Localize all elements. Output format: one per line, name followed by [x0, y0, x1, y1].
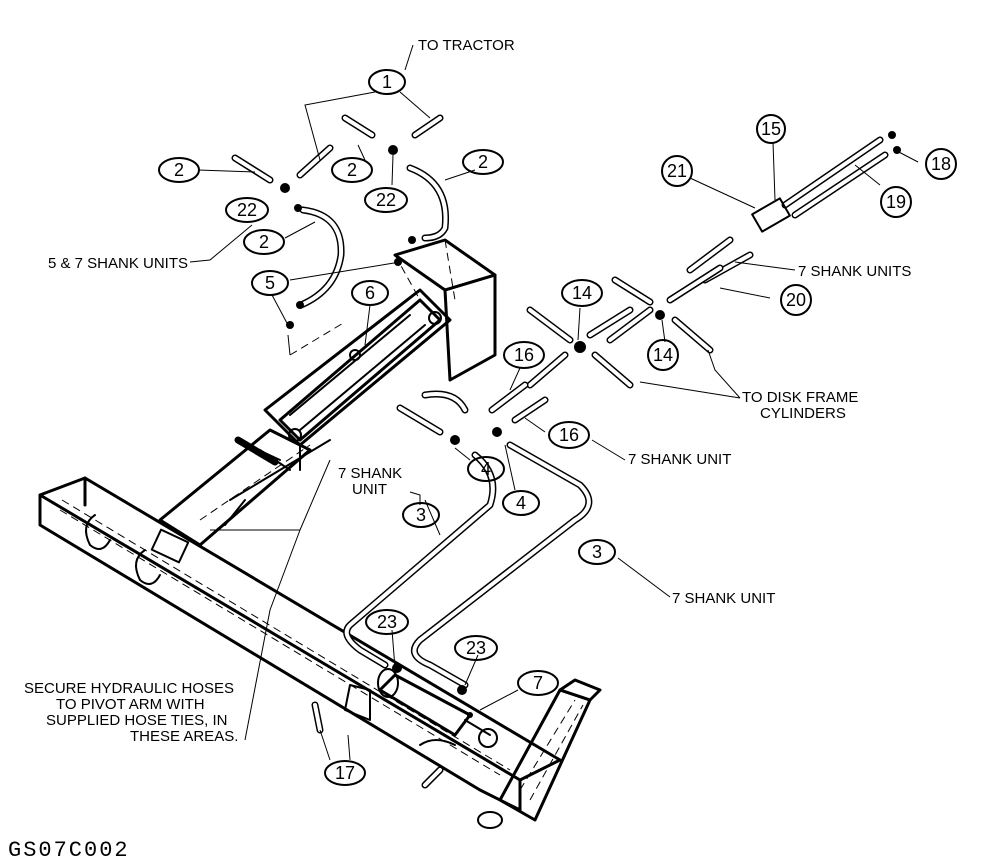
hoses-3-long — [343, 441, 593, 695]
svg-text:15: 15 — [761, 119, 781, 139]
svg-text:16: 16 — [514, 345, 534, 365]
svg-text:4: 4 — [516, 493, 526, 513]
callout-20: 20 — [780, 284, 812, 316]
rear-upright-post — [477, 678, 602, 829]
svg-text:22: 22 — [376, 190, 396, 210]
callout-23-a: 23 — [365, 609, 409, 635]
callout-1: 1 — [368, 69, 406, 95]
callout-23-b: 23 — [454, 635, 498, 661]
note-secure-line4: THESE AREAS. — [130, 728, 238, 745]
depth-cylinder — [377, 668, 498, 748]
svg-text:16: 16 — [559, 425, 579, 445]
callout-2-a: 2 — [158, 157, 200, 183]
callout-18: 18 — [925, 148, 957, 180]
callout-6: 6 — [351, 280, 389, 306]
callout-21: 21 — [661, 155, 693, 187]
callout-3-b: 3 — [578, 539, 616, 565]
note-7-shank-units: 7 SHANK UNITS — [798, 263, 911, 280]
svg-text:3: 3 — [416, 505, 426, 525]
leader-lines — [189, 44, 919, 761]
svg-text:1: 1 — [382, 72, 392, 92]
note-to-disk-frame: TO DISK FRAME — [742, 389, 858, 406]
callout-2-d: 2 — [243, 229, 285, 255]
callout-2-b: 2 — [331, 157, 373, 183]
callout-14-b: 14 — [647, 339, 679, 371]
callout-4-b: 4 — [502, 490, 540, 516]
note-cylinders: CYLINDERS — [760, 405, 846, 422]
note-secure-line1: SECURE HYDRAULIC HOSES — [24, 680, 234, 697]
svg-text:23: 23 — [466, 638, 486, 658]
callout-3-a: 3 — [402, 502, 440, 528]
svg-text:23: 23 — [377, 612, 397, 632]
svg-text:4: 4 — [481, 459, 491, 479]
svg-text:22: 22 — [237, 200, 257, 220]
note-7-shank-3a-line2: UNIT — [352, 481, 387, 498]
pins-17 — [234, 436, 444, 789]
callout-22-b: 22 — [364, 187, 408, 213]
callout-2-c: 2 — [462, 149, 504, 175]
note-7-shank-unit-3b: 7 SHANK UNIT — [672, 590, 775, 607]
note-5-7-shank-units: 5 & 7 SHANK UNITS — [48, 255, 188, 272]
svg-text:2: 2 — [174, 160, 184, 180]
note-secure-line3: SUPPLIED HOSE TIES, IN — [46, 712, 227, 729]
hoses-right — [606, 131, 901, 354]
svg-text:2: 2 — [478, 152, 488, 172]
callout-19: 19 — [880, 186, 912, 218]
callout-14-a: 14 — [561, 279, 603, 307]
hoses-top-left — [231, 114, 450, 329]
toolbar-beam — [38, 476, 562, 812]
svg-text:7: 7 — [533, 673, 543, 693]
note-to-tractor: TO TRACTOR — [418, 37, 515, 54]
callout-4-a: 4 — [467, 456, 505, 482]
svg-text:17: 17 — [335, 763, 355, 783]
svg-text:14: 14 — [572, 283, 592, 303]
svg-text:3: 3 — [592, 542, 602, 562]
callout-7: 7 — [517, 670, 559, 696]
figure-code: GS07C002 — [8, 838, 130, 860]
beam-clamps — [85, 514, 456, 746]
svg-text:2: 2 — [347, 160, 357, 180]
svg-text:20: 20 — [786, 290, 806, 310]
callout-5: 5 — [251, 270, 289, 296]
callout-15: 15 — [756, 114, 786, 144]
note-secure-line2: TO PIVOT ARM WITH — [56, 696, 205, 713]
callout-22-a: 22 — [225, 197, 269, 223]
callout-16-a: 16 — [503, 341, 545, 369]
svg-text:5: 5 — [265, 273, 275, 293]
svg-text:2: 2 — [259, 232, 269, 252]
svg-text:18: 18 — [931, 154, 951, 174]
note-7-shank-unit-16: 7 SHANK UNIT — [628, 451, 731, 468]
svg-text:19: 19 — [886, 192, 906, 212]
svg-text:21: 21 — [667, 161, 687, 181]
note-7-shank-3a-line1: 7 SHANK — [338, 465, 402, 482]
mast-tube — [393, 238, 497, 382]
callout-16-b: 16 — [548, 421, 590, 449]
callout-17: 17 — [324, 760, 366, 786]
svg-text:14: 14 — [653, 345, 673, 365]
hoses-middle — [396, 306, 634, 445]
svg-text:6: 6 — [365, 283, 375, 303]
